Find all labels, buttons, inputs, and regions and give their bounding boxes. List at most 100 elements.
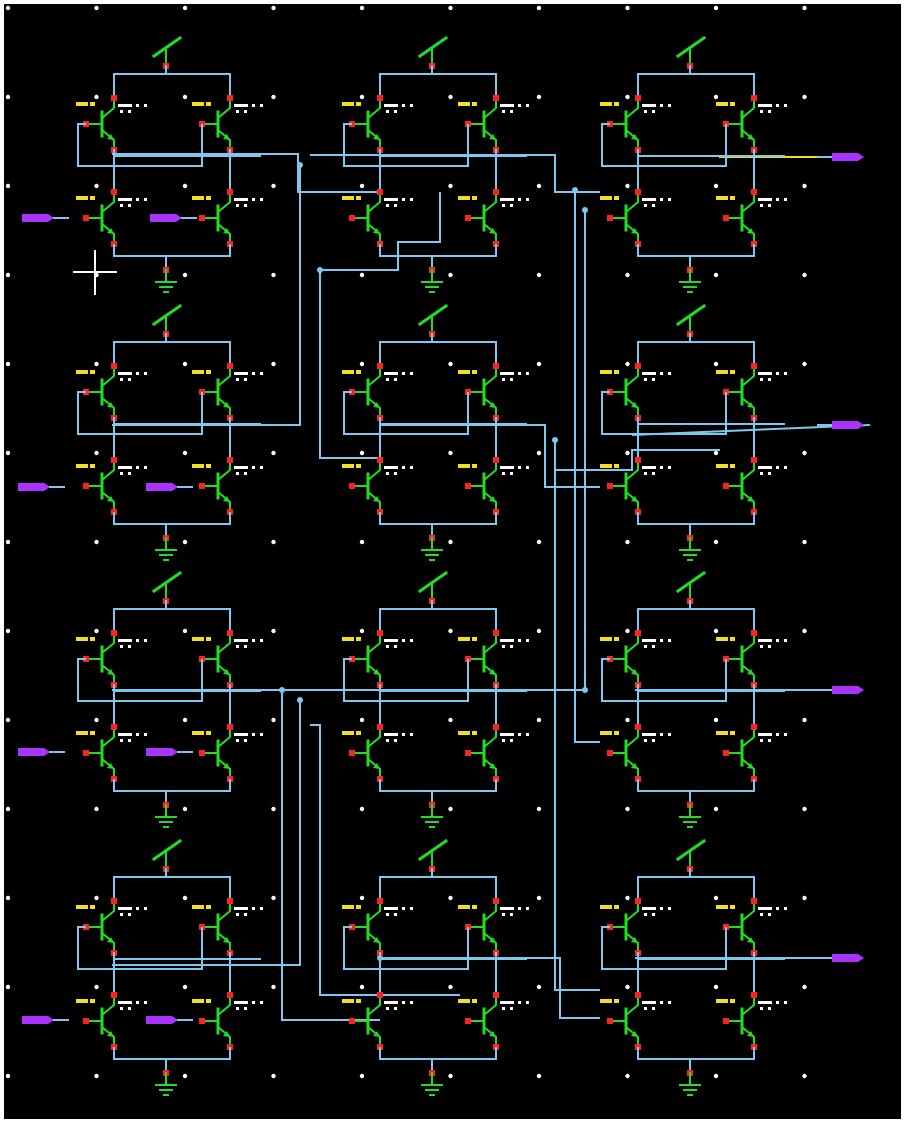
bias-wire[interactable] [343,391,469,435]
supply-rail-wire[interactable] [379,341,497,366]
supply-rail-wire[interactable] [113,341,231,366]
npn-transistor-icon[interactable] [600,189,671,247]
grid-dot [94,183,99,189]
ground-rail-wire[interactable] [379,779,497,792]
ground-rail-wire[interactable] [637,779,755,792]
transistor-cell[interactable] [600,303,787,561]
npn-transistor-icon[interactable] [458,630,529,688]
bias-wire[interactable] [77,658,203,702]
grid-dot [271,183,276,189]
transistor-cell[interactable] [76,838,263,1096]
npn-transistor-icon[interactable] [192,457,263,515]
pin-port-icon[interactable] [146,748,193,756]
device-property-mark [644,378,647,381]
ground-rail-wire[interactable] [379,244,497,257]
net-wire[interactable] [320,192,441,271]
pin-port-icon[interactable] [18,483,65,491]
net-wire[interactable] [554,440,600,991]
bias-wire[interactable] [77,391,203,435]
transistor-cell[interactable] [342,838,529,1096]
ground-rail-wire[interactable] [113,512,231,525]
supply-rail-wire[interactable] [379,876,497,901]
bias-wire[interactable] [601,658,727,702]
bias-wire[interactable] [343,123,469,167]
net-wire[interactable] [310,724,460,996]
grid-dot [271,806,276,812]
supply-rail-wire[interactable] [637,608,755,633]
transistor-cell[interactable] [600,838,787,1096]
pin-port-icon[interactable] [146,483,193,491]
net-wire[interactable] [281,690,380,1021]
npn-transistor-icon[interactable] [192,189,263,247]
transistor-cell[interactable] [342,570,529,828]
npn-transistor-icon[interactable] [716,992,787,1050]
supply-rail-wire[interactable] [113,608,231,633]
port-shape [832,954,864,962]
transistor-cell[interactable] [342,303,529,561]
transistor-cell[interactable] [76,570,263,828]
npn-transistor-icon[interactable] [342,363,413,421]
pin-port-icon[interactable] [817,954,864,962]
transistor-collector [101,192,115,213]
pin-port-icon[interactable] [817,421,864,429]
ground-rail-wire[interactable] [637,1047,755,1060]
pin-port-icon[interactable] [18,748,65,756]
transistor-cell[interactable] [76,303,263,561]
transistor-cell[interactable] [600,35,787,293]
supply-rail-wire[interactable] [637,341,755,366]
device-property-mark [384,907,398,910]
io-ports[interactable] [18,153,864,1024]
ground-rail-wire[interactable] [379,1047,497,1060]
pin-port-icon[interactable] [817,153,864,161]
ground-rail-wire[interactable] [113,244,231,257]
bias-wire[interactable] [77,123,203,167]
net-wire[interactable] [112,700,301,966]
supply-rail-wire[interactable] [637,73,755,98]
device-property-mark [644,1007,647,1010]
bias-wire[interactable] [601,123,727,167]
pin-port-icon[interactable] [150,214,197,222]
grid-dot [94,361,99,367]
grid-dot [94,984,99,990]
npn-transistor-icon[interactable] [342,457,413,515]
pin-port-icon[interactable] [22,214,69,222]
canvas-background[interactable] [4,4,901,1119]
ground-rail-wire[interactable] [113,779,231,792]
net-wire[interactable] [112,153,380,193]
supply-rail-wire[interactable] [113,876,231,901]
transistor-cell[interactable] [76,35,263,293]
device-label-mark [206,637,211,641]
bias-wire[interactable] [343,926,469,970]
transistor-cell[interactable] [600,570,787,828]
device-label-mark [90,464,95,468]
ground-rail-wire[interactable] [637,512,755,525]
supply-rail-wire[interactable] [379,73,497,98]
pin-port-icon[interactable] [817,686,864,694]
net-wire[interactable] [556,449,720,471]
transistor-collector [101,98,115,119]
net-wire[interactable] [319,270,380,459]
supply-rail-wire[interactable] [113,73,231,98]
ground-rail-wire[interactable] [379,512,497,525]
bias-wire[interactable] [601,926,727,970]
bias-wire[interactable] [601,391,727,435]
bias-wire[interactable] [77,926,203,970]
pin-port-icon[interactable] [22,1016,69,1024]
ground-rail-wire[interactable] [637,244,755,257]
npn-transistor-icon[interactable] [458,189,529,247]
pin-port-icon[interactable] [146,1016,193,1024]
supply-rail-wire[interactable] [637,876,755,901]
npn-transistor-icon[interactable] [342,189,413,247]
ground-rail-wire[interactable] [113,1047,231,1060]
transistor-cell[interactable] [342,35,529,293]
supply-rail-wire[interactable] [379,608,497,633]
npn-transistor-icon[interactable] [342,992,413,1050]
npn-transistor-icon[interactable] [192,724,263,782]
transistor-cells[interactable] [76,35,787,1096]
bias-wire[interactable] [343,658,469,702]
net-wire[interactable] [574,190,600,743]
device-label-mark [600,637,612,641]
npn-transistor-icon[interactable] [458,724,529,782]
